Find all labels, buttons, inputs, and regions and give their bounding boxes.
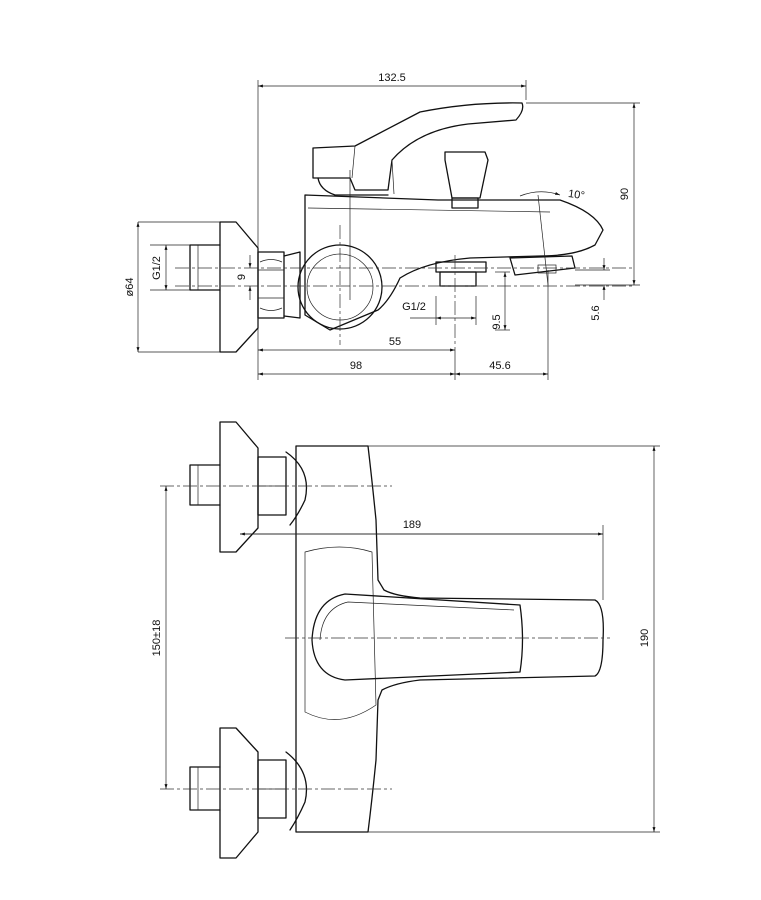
side-view: 132.5 90 ø64 G1/2 9 G1/2 9.5 5.6 10° 55 … — [124, 72, 640, 380]
dim-inlet-offset: 9 — [236, 274, 248, 280]
side-hex-nut — [257, 251, 285, 319]
dim-outlet-thread: G1/2 — [402, 301, 426, 313]
side-pull-knob — [444, 151, 489, 199]
top-faucet-body — [295, 445, 604, 833]
dim-inlet-spacing: 150±18 — [151, 620, 163, 657]
side-wall-flange — [219, 221, 259, 353]
top-lever-handle — [311, 593, 524, 681]
dim-flange-diameter: ø64 — [124, 278, 136, 297]
top-lower-inlet — [189, 727, 308, 859]
dim-arc-10deg — [519, 191, 561, 197]
side-lever-handle — [312, 102, 524, 191]
top-upper-inlet — [189, 421, 308, 553]
dim-handle-angle: 10° — [567, 188, 585, 202]
side-outlet-connector — [435, 261, 487, 273]
top-view: 189 190 150±18 — [151, 421, 660, 859]
dim-overall-length: 132.5 — [378, 72, 406, 84]
side-faucet-body — [304, 194, 604, 331]
dim-inlet-thread: G1/2 — [151, 256, 163, 280]
dim-height: 90 — [619, 188, 631, 200]
dim-outlet-offset: 9.5 — [491, 314, 503, 329]
dim-axis-to-spout: 45.6 — [489, 360, 510, 372]
dim-body-height: 190 — [639, 629, 651, 647]
dim-spout-drop: 5.6 — [590, 305, 602, 320]
dim-projection: 189 — [403, 519, 421, 531]
dim-wall-to-axis: 98 — [350, 360, 362, 372]
side-inlet-pipe — [189, 244, 221, 291]
dim-wall-to-outlet: 55 — [389, 336, 401, 348]
